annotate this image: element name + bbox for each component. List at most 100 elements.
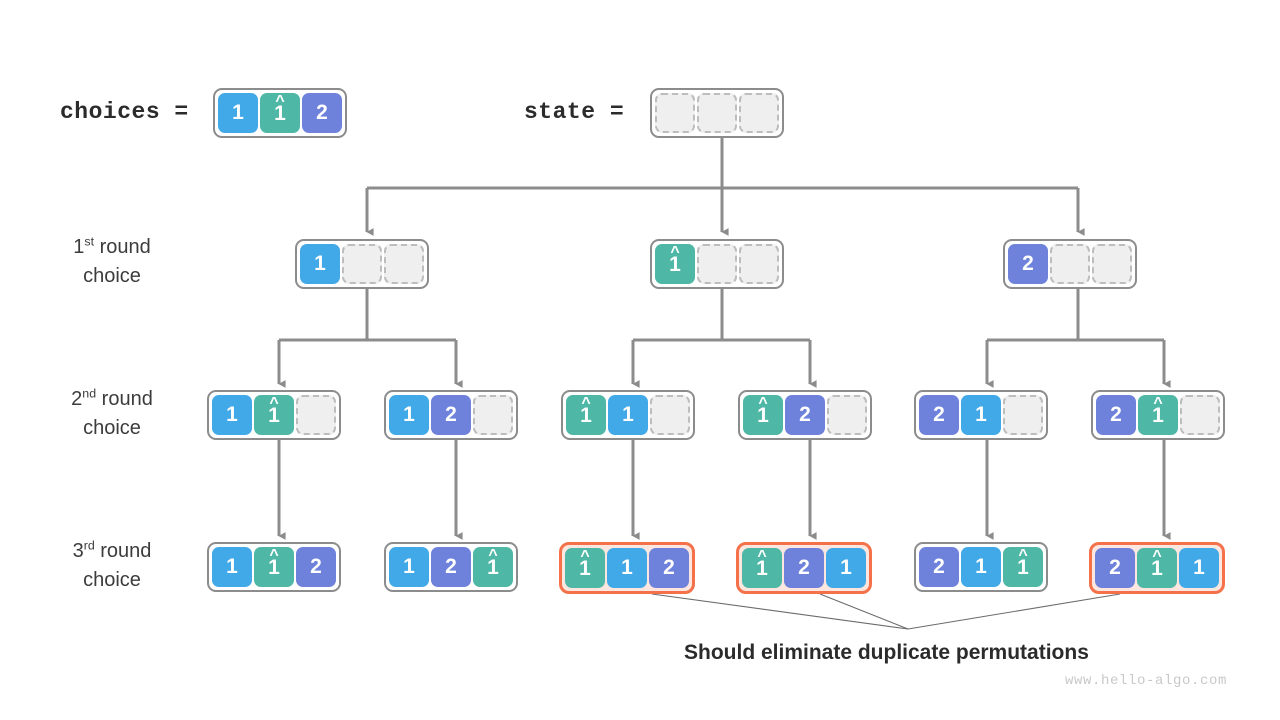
cell-value-text: 1 bbox=[487, 555, 499, 579]
cell-value-text: 1 bbox=[975, 403, 987, 426]
caret-icon: ^ bbox=[670, 243, 680, 261]
array-cell-value: 1 bbox=[608, 395, 648, 435]
array-cell-value: ^1 bbox=[1137, 548, 1177, 588]
array-cell-value: ^1 bbox=[565, 548, 605, 588]
row-label-line-2: choice bbox=[83, 417, 141, 439]
array-cell-value: 1 bbox=[300, 244, 340, 284]
array-cell-empty bbox=[697, 244, 737, 284]
array-cell-value: 2 bbox=[785, 395, 825, 435]
hat-marker-glyph: ^1 bbox=[268, 547, 280, 579]
caret-icon: ^ bbox=[488, 546, 498, 564]
cell-value-text: 1 bbox=[756, 556, 768, 580]
cell-value-text: 2 bbox=[798, 556, 810, 579]
caret-icon: ^ bbox=[758, 394, 768, 412]
cell-value-text: 1 bbox=[1152, 403, 1164, 427]
caret-icon: ^ bbox=[269, 394, 279, 412]
cell-value-text: 2 bbox=[799, 403, 811, 426]
permutation-node: 1 ^1 bbox=[207, 390, 341, 440]
caret-icon: ^ bbox=[269, 546, 279, 564]
cell-value-text: 2 bbox=[1109, 556, 1121, 579]
array-cell-value: ^1 bbox=[473, 547, 513, 587]
hat-marker-glyph: ^1 bbox=[579, 548, 591, 580]
hat-marker-glyph: ^1 bbox=[580, 395, 592, 427]
callout-caption: Should eliminate duplicate permutations bbox=[684, 641, 1089, 664]
cell-value-text: 1 bbox=[268, 555, 280, 579]
array-cell-value: 2 bbox=[1096, 395, 1136, 435]
array-cell-empty bbox=[697, 93, 737, 133]
cell-value-text: 2 bbox=[1022, 252, 1034, 275]
array-cell-empty bbox=[655, 93, 695, 133]
cell-value-text: 1 bbox=[669, 252, 681, 276]
array-cell-empty bbox=[342, 244, 382, 284]
array-cell-value: ^1 bbox=[743, 395, 783, 435]
array-cell-value: 1 bbox=[961, 395, 1001, 435]
choices-label: choices = bbox=[60, 99, 189, 125]
permutation-node: 1 bbox=[295, 239, 429, 289]
round-ordinal-suffix: rd bbox=[83, 538, 95, 553]
array-cell-value: 2 bbox=[649, 548, 689, 588]
cell-value-text: 2 bbox=[445, 555, 457, 578]
array-cell-value: 2 bbox=[919, 395, 959, 435]
cell-value-text: 2 bbox=[310, 555, 322, 578]
array-cell-empty bbox=[739, 244, 779, 284]
cell-value-text: 1 bbox=[1193, 556, 1205, 579]
round-ordinal-number: 2 bbox=[71, 388, 83, 410]
cell-value-text: 2 bbox=[933, 403, 945, 426]
cell-value-text: 1 bbox=[622, 403, 634, 426]
cell-value-text: 1 bbox=[1017, 555, 1029, 579]
array-cell-empty bbox=[296, 395, 336, 435]
array-cell-value: 1 bbox=[1179, 548, 1219, 588]
cell-value-text: 1 bbox=[580, 403, 592, 427]
array-cell-value: 2 bbox=[431, 395, 471, 435]
round-ordinal-suffix: nd bbox=[82, 386, 97, 401]
row-label-line-1: 1st round bbox=[73, 233, 150, 262]
array-cell-value: ^1 bbox=[566, 395, 606, 435]
caret-icon: ^ bbox=[580, 547, 590, 565]
callout-leader-lines bbox=[651, 593, 1121, 630]
row-label-line-1: 3rd round bbox=[73, 537, 152, 566]
array-cell-empty bbox=[1050, 244, 1090, 284]
cell-value-text: 1 bbox=[226, 403, 238, 426]
round-ordinal-suffix: st bbox=[84, 234, 95, 249]
hat-marker-glyph: ^1 bbox=[268, 395, 280, 426]
array-cell-value: 1 bbox=[212, 395, 252, 435]
state-array bbox=[650, 88, 784, 138]
state-label: state = bbox=[524, 99, 625, 125]
array-cell-value: 1 bbox=[826, 548, 866, 588]
array-cell-empty bbox=[827, 395, 867, 435]
cell-value-text: 1 bbox=[232, 101, 244, 124]
round-ordinal-number: 1 bbox=[73, 236, 85, 258]
array-cell-empty bbox=[739, 93, 779, 133]
array-cell-value: ^1 bbox=[1003, 547, 1043, 587]
array-cell-value: ^1 bbox=[260, 93, 300, 133]
array-cell-value: ^1 bbox=[1138, 395, 1178, 435]
permutation-node: 1 2 ^1 bbox=[384, 542, 518, 592]
hat-marker-glyph: ^1 bbox=[487, 547, 499, 579]
permutation-node: 2 bbox=[1003, 239, 1137, 289]
caret-icon: ^ bbox=[757, 547, 767, 565]
array-cell-value: ^1 bbox=[742, 548, 782, 588]
cell-value-text: 2 bbox=[445, 403, 457, 426]
permutation-node: 2 ^1 bbox=[1091, 390, 1225, 440]
caret-icon: ^ bbox=[581, 394, 591, 412]
hat-marker-glyph: ^1 bbox=[756, 548, 768, 580]
hat-marker-glyph: ^1 bbox=[669, 244, 681, 276]
cell-value-text: 2 bbox=[933, 555, 945, 578]
array-cell-value: 1 bbox=[212, 547, 252, 587]
cell-value-text: 1 bbox=[226, 555, 238, 578]
array-cell-value: 2 bbox=[296, 547, 336, 587]
cell-value-text: 1 bbox=[579, 556, 591, 580]
hat-marker-glyph: ^1 bbox=[1152, 395, 1164, 427]
cell-value-text: 1 bbox=[1151, 556, 1163, 580]
round-word: round bbox=[94, 540, 152, 562]
cell-value-text: 1 bbox=[621, 556, 633, 579]
array-cell-value: 2 bbox=[784, 548, 824, 588]
